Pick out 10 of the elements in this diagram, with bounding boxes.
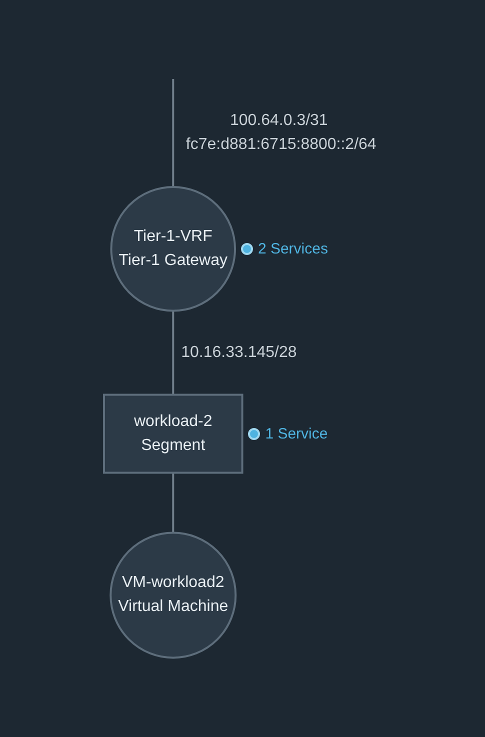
services-link: 1 Service — [265, 425, 328, 442]
connector — [172, 472, 174, 533]
node-circle: Tier-1-VRF Tier-1 Gateway — [110, 186, 236, 312]
services-link: 2 Services — [258, 240, 328, 258]
node-box: workload-2 Segment — [102, 394, 244, 474]
edge-label: 100.64.0.3/31 fc7e:d881:6715:8800::2/64 — [186, 112, 376, 154]
connector — [172, 310, 174, 395]
edge-label: 10.16.33.145/28 — [181, 344, 297, 361]
connector — [172, 79, 174, 188]
node-circle: VM-workload2 Virtual Machine — [110, 532, 237, 659]
